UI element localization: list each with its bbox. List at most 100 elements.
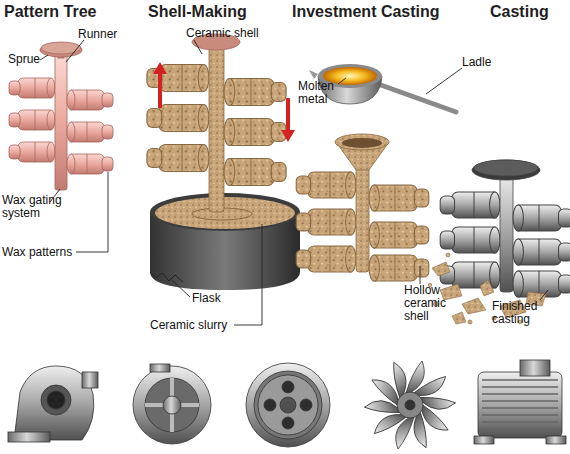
metal-casting-tree <box>440 160 570 297</box>
ceramic-shell-tree <box>224 119 286 146</box>
wax-pattern-tree <box>67 122 113 142</box>
part-label: Molten metal <box>298 80 343 106</box>
metal-casting-tree <box>472 160 540 180</box>
hollow-ceramic-shell <box>296 246 356 272</box>
hollow-ceramic-shell <box>342 138 382 148</box>
impeller-housing-part <box>150 364 170 372</box>
fan-impeller-part <box>397 392 423 418</box>
pulley-wheel-part <box>246 363 330 447</box>
motor-housing-part <box>482 428 558 430</box>
part-label: Ceramic shell <box>186 27 276 40</box>
pump-casing-part <box>8 432 50 442</box>
metal-casting-tree <box>500 172 513 292</box>
shell-debris <box>480 280 494 296</box>
hollow-ceramic-shell <box>296 209 356 235</box>
slurry-flask <box>150 272 183 282</box>
leader-lines <box>194 40 202 54</box>
wax-pattern-tree <box>67 154 113 174</box>
wax-pattern-tree <box>41 42 81 54</box>
ceramic-shell-tree <box>224 159 286 186</box>
motor-housing-part <box>482 386 558 388</box>
shell-debris <box>462 298 486 314</box>
ceramic-shell-tree <box>147 145 209 172</box>
hollow-ceramic-shell <box>369 222 429 248</box>
impeller-housing-part <box>133 366 211 444</box>
motor-housing-part <box>482 421 558 423</box>
metal-casting-tree <box>440 262 500 288</box>
metal-casting-tree <box>513 205 570 231</box>
ceramic-shell-tree <box>209 44 224 212</box>
motor-housing-part <box>520 360 550 376</box>
wax-pattern-tree <box>9 142 55 162</box>
part-label: Ladle <box>462 56 502 69</box>
metal-casting-tree <box>513 271 570 297</box>
pulley-wheel-part <box>300 399 312 411</box>
part-label: Wax gating system <box>2 194 74 220</box>
hollow-ceramic-shell <box>296 134 429 281</box>
slurry-flask <box>150 193 300 231</box>
leader-lines <box>234 224 262 325</box>
leader-lines <box>76 172 108 252</box>
leader-lines <box>426 68 462 94</box>
ceramic-shell-tree <box>224 79 286 106</box>
leader-lines <box>338 78 346 84</box>
pump-casing-part <box>8 366 98 442</box>
stage-heading: Shell-Making <box>148 3 247 21</box>
leader-lines <box>540 290 548 300</box>
motor-housing-part <box>482 380 558 429</box>
motor-housing-part <box>474 436 494 444</box>
dip-arrows <box>153 62 167 108</box>
impeller-housing-part <box>163 396 181 414</box>
wax-pattern-tree <box>67 90 113 110</box>
pulley-wheel-part <box>246 363 330 447</box>
motor-housing-part <box>482 414 558 416</box>
leader-lines <box>66 40 84 62</box>
fan-impeller-part <box>405 400 415 410</box>
stage-heading: Investment Casting <box>292 3 440 21</box>
part-label: Sprue <box>8 53 48 66</box>
impeller-housing-part <box>133 364 211 444</box>
metal-casting-tree <box>513 239 570 265</box>
leader-lines <box>172 280 190 297</box>
hollow-ceramic-shell <box>369 185 429 211</box>
part-label: Flask <box>192 292 232 305</box>
pump-casing-part <box>47 391 65 409</box>
motor-housing-part <box>482 400 558 402</box>
leader-lines <box>420 266 421 284</box>
wax-pattern-tree <box>9 78 55 98</box>
stage-heading: Casting <box>490 3 549 21</box>
motor-housing-part <box>482 379 558 381</box>
shell-debris <box>446 253 450 257</box>
motor-housing-part <box>546 436 566 444</box>
pump-casing-part <box>82 372 98 388</box>
leader-lines <box>40 40 548 325</box>
ladle <box>378 84 456 112</box>
pulley-wheel-part <box>282 381 294 393</box>
part-label: Wax patterns <box>2 246 82 259</box>
motor-housing-part <box>482 407 558 409</box>
shell-debris <box>468 320 472 324</box>
part-label: Runner <box>78 28 128 41</box>
slurry-flask <box>150 193 300 290</box>
shell-debris <box>432 262 450 276</box>
pulley-wheel-part <box>282 417 294 429</box>
metal-casting-tree <box>474 160 538 176</box>
shell-debris <box>452 312 466 324</box>
ladle <box>309 70 318 79</box>
slurry-flask <box>155 197 295 229</box>
part-label: Ceramic slurry <box>150 319 240 332</box>
motor-housing-part <box>478 372 562 438</box>
wax-pattern-tree <box>9 42 113 190</box>
wax-pattern-tree <box>55 55 67 190</box>
pulley-wheel-part <box>280 397 296 413</box>
stage-heading: Pattern Tree <box>4 3 96 21</box>
part-label: Hollow ceramic shell <box>404 284 464 323</box>
hollow-ceramic-shell <box>296 172 356 198</box>
pulley-wheel-part <box>254 371 322 439</box>
impeller-housing-part <box>145 378 199 432</box>
dip-arrows <box>281 98 295 142</box>
ceramic-shell-tree <box>147 105 209 132</box>
wax-pattern-tree <box>9 110 55 130</box>
part-label: Finished casting <box>492 300 552 326</box>
hollow-ceramic-shell <box>335 134 389 150</box>
